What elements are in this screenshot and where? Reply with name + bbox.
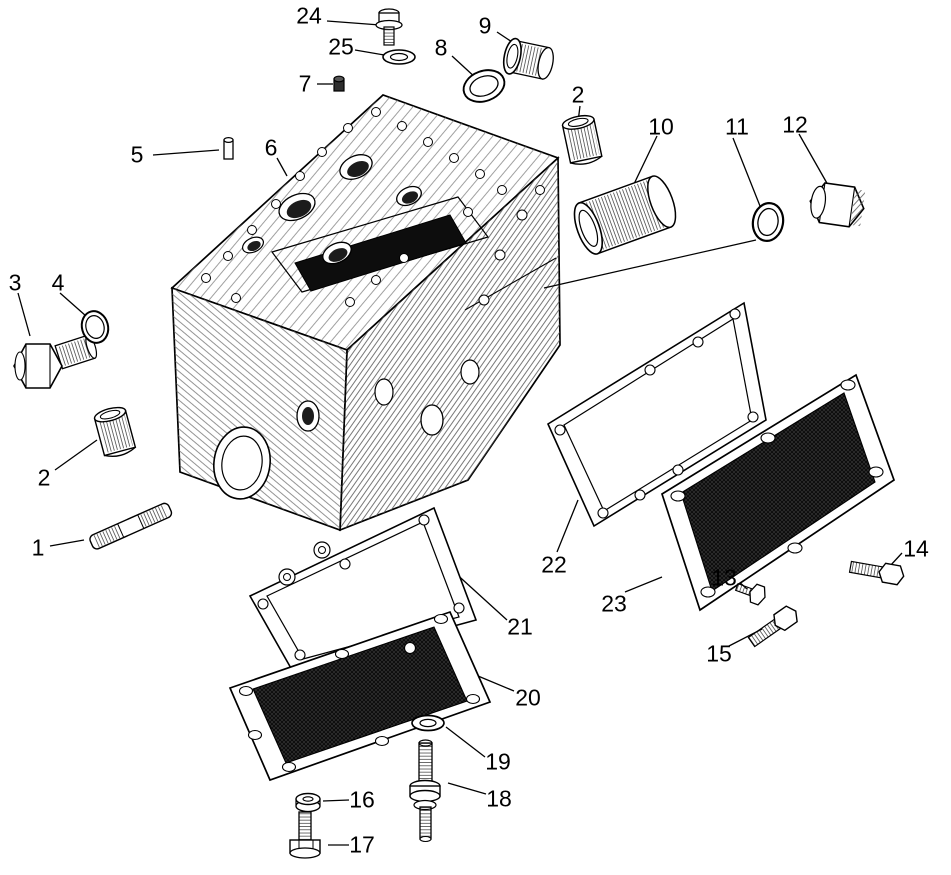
callout-6: 6 <box>264 134 278 161</box>
stud-18 <box>409 739 441 843</box>
callout-19: 19 <box>485 748 511 775</box>
cover-23 <box>660 373 896 612</box>
alignment-line <box>543 239 757 289</box>
stud-1 <box>89 502 173 550</box>
cover-20 <box>228 610 492 782</box>
callout-22: 22 <box>541 551 567 578</box>
bushing-2-upper <box>561 114 603 165</box>
callout-20: 20 <box>515 684 541 711</box>
o-ring-11 <box>751 202 785 242</box>
callout-8: 8 <box>434 34 448 61</box>
hex-plug-12 <box>809 182 866 228</box>
plug-7 <box>333 75 345 92</box>
callout-1: 1 <box>31 534 45 561</box>
ring-8 <box>462 69 506 103</box>
callout-3: 3 <box>8 269 22 296</box>
bolt-15 <box>747 605 798 648</box>
callout-10: 10 <box>648 113 674 140</box>
callout-16: 16 <box>349 786 375 813</box>
main-housing-block <box>170 94 561 532</box>
right-face-openings <box>374 185 557 436</box>
cup-plug-9 <box>502 37 554 80</box>
callout-11: 11 <box>725 113 749 140</box>
nut-16 <box>295 792 321 813</box>
callout-2-upper: 2 <box>571 81 585 108</box>
top-openings <box>242 154 422 265</box>
callout-23: 23 <box>601 590 627 617</box>
bolt-14 <box>848 560 905 586</box>
o-ring-4 <box>80 310 110 344</box>
front-face-openings <box>213 400 320 500</box>
top-bolt-holes <box>201 107 507 307</box>
screw-13 <box>734 583 766 606</box>
hex-fitting-3 <box>13 334 98 389</box>
bolt-17 <box>289 811 321 859</box>
callout-9: 9 <box>478 12 492 39</box>
washer-19 <box>411 714 445 732</box>
callout-18: 18 <box>486 785 512 812</box>
sleeve-10 <box>573 175 677 255</box>
callout-21: 21 <box>507 613 533 640</box>
pin-5 <box>223 137 234 160</box>
callout-2-left: 2 <box>37 464 51 491</box>
callout-25: 25 <box>328 33 354 60</box>
bushing-2-left <box>93 406 137 458</box>
callout-13: 13 <box>711 564 737 591</box>
callout-5: 5 <box>130 141 144 168</box>
washer-25 <box>382 49 416 65</box>
callout-7: 7 <box>298 70 312 97</box>
callout-17: 17 <box>349 831 375 858</box>
callout-12: 12 <box>782 111 808 138</box>
gasket-22 <box>546 301 767 528</box>
bolt-24 <box>375 8 403 46</box>
callout-15: 15 <box>706 640 732 667</box>
callout-24: 24 <box>296 2 322 29</box>
callout-4: 4 <box>51 269 65 296</box>
callout-14: 14 <box>903 535 929 562</box>
